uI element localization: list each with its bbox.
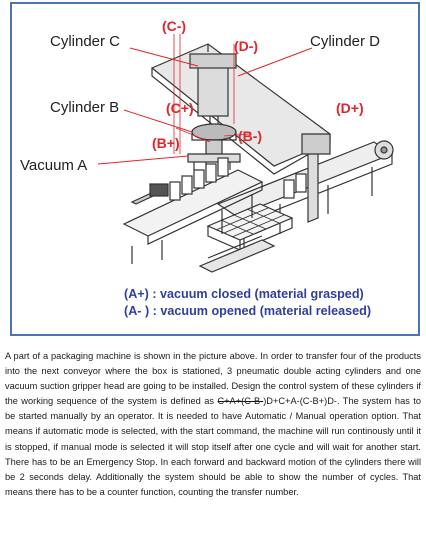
vacuum-a-label: Vacuum A: [20, 157, 88, 174]
cylinder-b-leader: [123, 109, 193, 133]
description-part2: )D+C+A-(C-B+)D-. The system has to be st…: [5, 396, 421, 497]
cylinder-b-label: Cylinder B: [50, 99, 120, 116]
d-minus-label: (D-): [234, 38, 259, 54]
c-minus-label: (C-): [162, 18, 187, 34]
cylinder-c-label: Cylinder C: [50, 33, 121, 50]
b-plus-label: (B+): [152, 135, 180, 151]
task-description: A part of a packaging machine is shown i…: [5, 349, 421, 500]
cylinder-c-leader: [129, 47, 199, 67]
products: [169, 157, 307, 201]
description-part1: A part of a packaging machine is shown i…: [5, 351, 421, 407]
c-plus-label: (C+): [166, 100, 194, 116]
vacuum-a-leader: [97, 155, 189, 165]
description-struck-sequence: C+A+(C-B-: [217, 396, 264, 407]
machine-illustration: [97, 34, 394, 273]
machine-figure: Cylinder C Cylinder D Cylinder B Vacuum …: [10, 2, 420, 336]
vacuum-gripper: [187, 153, 241, 163]
legend-a-minus: (A- ) : vacuum opened (material released…: [124, 304, 372, 318]
d-plus-label: (D+): [336, 100, 364, 116]
support-post: [307, 150, 319, 223]
cylinder-d-label: Cylinder D: [310, 33, 381, 50]
cylinder-d-leader: [237, 47, 313, 77]
cylinder-c-body: [197, 65, 229, 117]
legend-a-plus: (A+) : vacuum closed (material grasped): [124, 287, 364, 301]
b-minus-label: (B-): [238, 128, 263, 144]
c-motion-guide: [173, 34, 181, 154]
